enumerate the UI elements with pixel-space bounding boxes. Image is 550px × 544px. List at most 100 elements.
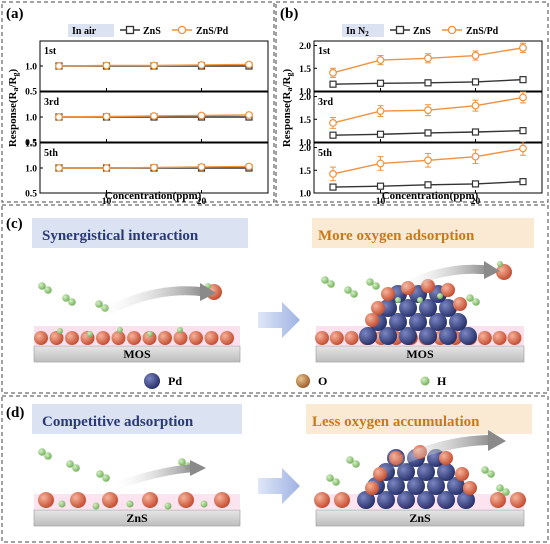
panel-c-right-substrate-label: MOS	[406, 347, 434, 361]
zns-point	[376, 79, 385, 87]
y-tick-label: 1.0	[25, 114, 37, 124]
o-atom-icon	[453, 297, 467, 311]
run-label: 3rd	[318, 97, 333, 108]
x-tick-label: 20	[197, 197, 207, 207]
panel-d-right-title-box	[306, 404, 532, 434]
panel-b-ylabel: Response(Ra/Rg)	[281, 69, 294, 148]
o-atom-icon	[315, 331, 329, 345]
o-atom-key-icon	[296, 374, 310, 388]
panel-a-legend: In air ZnS ZnS/Pd	[68, 24, 229, 37]
panel-c-left-title: Synergistical interaction	[42, 228, 199, 244]
y-tick-label: 0.5	[25, 88, 37, 98]
run-label: 3rd	[44, 97, 59, 108]
o-atom-icon	[344, 331, 359, 345]
y-tick-label: 1.0	[299, 190, 311, 200]
pd-atom-icon	[419, 299, 437, 317]
legend-zns-label: ZnS	[143, 26, 161, 37]
panel-b-letter: (b)	[280, 6, 298, 22]
legend-b-zns-label: ZnS	[413, 26, 431, 37]
o-atom-icon	[496, 264, 512, 280]
znspd-point	[55, 62, 63, 70]
key-pd-label: Pd	[168, 374, 182, 388]
panel-c-left-arrowhead	[200, 283, 216, 301]
y-tick-label: 1.0	[25, 63, 37, 73]
h-atom-icon	[178, 458, 186, 466]
run-label: 1st	[44, 46, 57, 57]
h-atom-icon	[57, 328, 63, 334]
panel-d-left-title: Competitive adsorption	[42, 414, 194, 430]
panel-a-ylabel: Response(Ra/Rg)	[7, 69, 20, 148]
pd-atom-icon	[409, 313, 427, 331]
h-atom-icon	[38, 282, 46, 290]
znspd-point	[519, 144, 527, 153]
znspd-point	[197, 61, 206, 69]
o-atom-icon	[507, 331, 522, 345]
zns-point	[329, 183, 337, 191]
panel-d-left-title-box	[32, 404, 242, 434]
znspd-point	[150, 163, 158, 172]
pd-atom-icon	[437, 463, 455, 481]
o-atom-icon	[49, 331, 64, 345]
pd-atom-icon	[439, 299, 457, 317]
zns-point	[376, 182, 385, 190]
subplot-a-3rd: 3rd 0.5 1.0	[25, 91, 269, 149]
zns-point	[519, 178, 527, 186]
pd-atom-icon	[427, 477, 445, 495]
legend-znspd-marker	[177, 25, 187, 35]
h-atom-icon	[96, 470, 104, 478]
h-atom-icon	[164, 502, 172, 510]
o-atom-icon	[173, 331, 188, 345]
znspd-point	[329, 119, 337, 127]
h-atom-icon	[102, 474, 110, 482]
znspd-point	[471, 51, 480, 60]
panel-d-letter: (d)	[6, 405, 24, 421]
y-tick-label: 1.0	[25, 165, 37, 175]
y-tick-label: 1.0	[299, 88, 311, 98]
o-atom-icon	[127, 331, 141, 345]
y-tick-label: 2.0	[299, 93, 311, 103]
y-tick-label: 1.5	[299, 116, 311, 126]
panel-a-condition-box	[68, 24, 114, 37]
o-atom-icon	[142, 331, 157, 345]
pd-atom-icon	[429, 313, 447, 331]
zns-point	[519, 127, 527, 135]
znspd-point	[150, 61, 158, 70]
zns-point	[471, 128, 480, 136]
pd-atom-icon	[359, 327, 377, 345]
pd-atom-icon	[357, 491, 375, 509]
panel-a-condition: In air	[72, 26, 97, 37]
zns-point	[424, 129, 432, 137]
znspd-point	[102, 112, 111, 121]
h-atom-icon	[68, 298, 76, 306]
o-atom-icon	[65, 331, 79, 345]
h-atom-icon	[58, 500, 66, 508]
znspd-point	[245, 60, 253, 69]
pd-atom-icon	[459, 327, 477, 345]
znspd-point	[519, 93, 527, 102]
run-label: 5th	[44, 148, 58, 159]
o-atom-icon	[329, 331, 344, 345]
h-atom-icon	[87, 331, 93, 337]
panel-b-legend: In N2 ZnS ZnS/Pd	[342, 24, 499, 38]
znspd-point	[102, 61, 111, 70]
panel-c-right-arrowhead	[484, 261, 500, 279]
h-atom-icon	[502, 488, 510, 496]
o-atom-icon	[510, 492, 526, 508]
o-atom-icon	[365, 481, 379, 495]
o-atom-icon	[102, 492, 118, 508]
o-atom-icon	[34, 331, 48, 345]
o-atom-icon	[492, 331, 507, 345]
panel-d-left-arrowhead	[190, 460, 206, 476]
o-atom-icon	[204, 331, 219, 345]
h-atom-icon	[346, 456, 354, 464]
o-atom-icon	[142, 492, 158, 508]
znspd-point	[245, 111, 253, 119]
znspd-point	[329, 170, 337, 178]
zns-point	[519, 76, 527, 84]
znspd-point	[424, 106, 432, 115]
h-atom-icon	[38, 448, 46, 456]
h-atom-icon	[200, 500, 208, 508]
o-atom-icon	[441, 283, 455, 297]
